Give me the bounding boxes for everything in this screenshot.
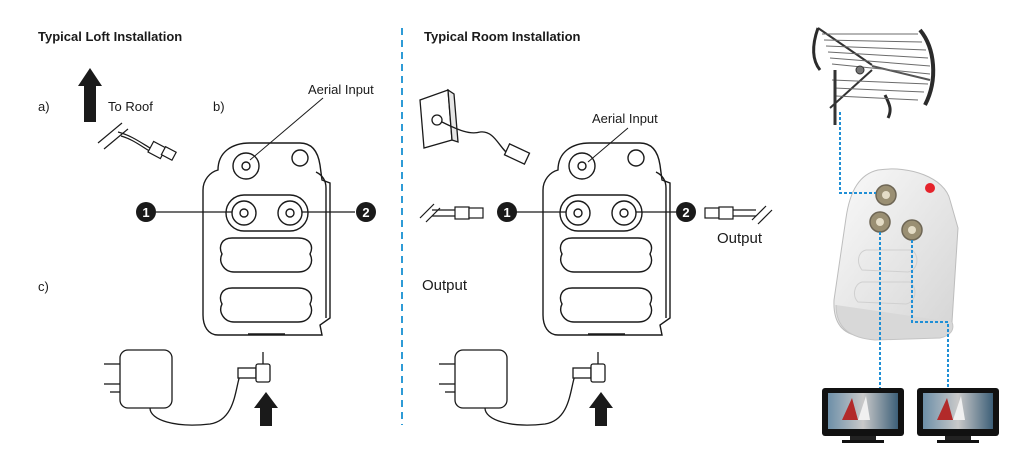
to-roof-label: To Roof	[108, 99, 153, 114]
aerial-input-label-room: Aerial Input	[592, 111, 658, 126]
amplifier-unit-room	[542, 142, 671, 336]
tv-aerial-icon	[812, 27, 936, 125]
port-2-number-loft: 2	[362, 205, 369, 220]
amplifier-photo	[833, 168, 959, 341]
to-roof-arrow-icon	[78, 68, 102, 122]
wall-socket-icon	[419, 88, 531, 165]
port-1-badge-loft: 1	[136, 202, 156, 222]
output-left-label: Output	[422, 277, 468, 294]
port-1-number-loft: 1	[142, 205, 149, 220]
connection-lines	[839, 112, 949, 388]
aerial-input-leader-loft	[249, 97, 324, 161]
power-supply-loft-icon	[104, 349, 271, 426]
tv-left-icon	[822, 388, 904, 443]
step-c-label: c)	[38, 279, 49, 294]
power-arrow-loft-icon	[254, 392, 278, 426]
power-led	[925, 183, 935, 193]
port-1-badge-room: 1	[497, 202, 517, 222]
coax-output-right-icon	[704, 205, 773, 225]
amplifier-unit-loft	[202, 142, 331, 336]
port-1-number-room: 1	[503, 205, 510, 220]
coax-output-left-icon	[419, 203, 484, 223]
room-title: Typical Room Installation	[424, 29, 581, 44]
power-supply-room-icon	[439, 349, 606, 426]
port-2-number-room: 2	[682, 205, 689, 220]
tv-right-icon	[917, 388, 999, 443]
power-arrow-room-icon	[589, 392, 613, 426]
loft-title: Typical Loft Installation	[38, 29, 183, 44]
output-right-label: Output	[717, 230, 763, 247]
coax-cable-icon	[97, 122, 177, 162]
port-2-badge-room: 2	[676, 202, 696, 222]
aerial-input-leader-room	[587, 127, 629, 163]
aerial-input-label-loft: Aerial Input	[308, 82, 374, 97]
step-a-label: a)	[38, 99, 50, 114]
port-2-badge-loft: 2	[356, 202, 376, 222]
step-b-label: b)	[213, 99, 225, 114]
